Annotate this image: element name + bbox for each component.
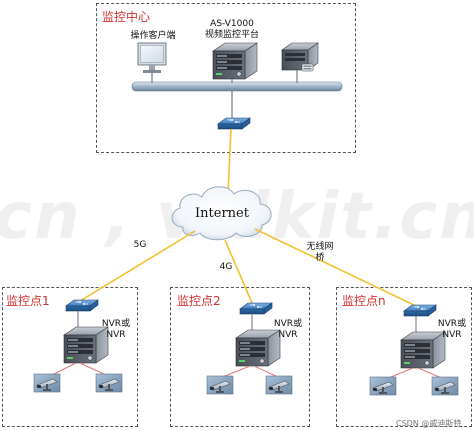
link-bridge-line xyxy=(254,228,419,308)
network-bus xyxy=(131,81,343,92)
site-n-switch-icon xyxy=(403,304,437,317)
platform-server-icon xyxy=(212,42,258,80)
site-2-switch-icon xyxy=(239,302,273,315)
link-bridge-label-line2: 桥 xyxy=(315,253,325,263)
site-1-title: 监控点1 xyxy=(6,294,50,308)
site-1-camera-b-icon xyxy=(95,373,123,393)
site-2-title: 监控点2 xyxy=(177,294,221,308)
site-n-nvr-label-line1: NVR或 xyxy=(437,319,467,329)
site-n-title: 监控点n xyxy=(342,294,386,308)
site-2-box xyxy=(170,287,310,427)
site-1-box xyxy=(2,287,138,427)
site-1-switch-icon xyxy=(65,299,99,312)
center-switch-icon xyxy=(217,117,251,130)
monitoring-center-box xyxy=(96,3,356,153)
csdn-credit: CSDN @威迪斯特 xyxy=(396,419,462,428)
site-n-box xyxy=(336,287,472,427)
site-2-camera-b-icon xyxy=(265,375,293,395)
monitoring-center-title: 监控中心 xyxy=(102,10,151,24)
storage-server-icon xyxy=(281,42,319,72)
site-1-camera-a-icon xyxy=(33,373,61,393)
internet-label: Internet xyxy=(195,206,249,221)
center-internet-link xyxy=(227,128,232,195)
client-label: 操作客户端 xyxy=(130,31,176,41)
internet-cloud-icon xyxy=(171,186,272,241)
site-2-nvr-label-line1: NVR或 xyxy=(273,319,303,329)
platform-server-label-line1: AS-V1000 xyxy=(210,19,254,29)
site-n-camera-a-icon xyxy=(369,376,397,396)
link-5g-label: 5G xyxy=(133,240,147,250)
link-4g-label: 4G xyxy=(219,262,233,272)
site-n-nvr-label-line2: NVR xyxy=(442,330,462,340)
site-1-nvr-label-line1: NVR或 xyxy=(101,319,131,329)
client-computer-icon xyxy=(137,42,167,73)
site-2-nvr-label-line2: NVR xyxy=(278,330,298,340)
link-bridge-label-line1: 无线网 xyxy=(306,242,334,252)
platform-server-label-line2: 视频监控平台 xyxy=(204,30,259,40)
link-5g-line xyxy=(79,230,196,302)
link-4g-line xyxy=(224,239,253,304)
site-1-nvr-label-line2: NVR xyxy=(106,330,126,340)
site-n-camera-b-icon xyxy=(431,376,459,396)
site-2-camera-a-icon xyxy=(206,375,234,395)
